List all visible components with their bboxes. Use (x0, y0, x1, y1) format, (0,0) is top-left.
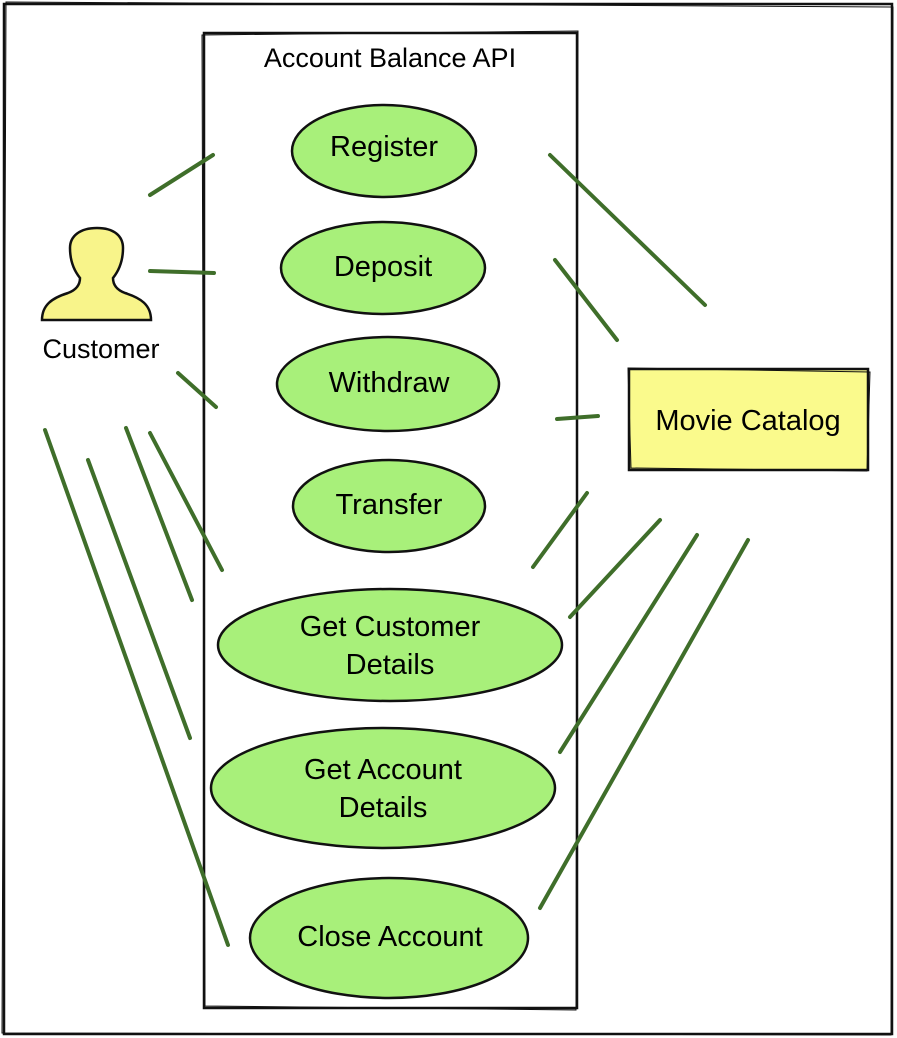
use-case-label: Deposit (334, 251, 432, 283)
use-case-ellipse (279, 220, 487, 316)
use-case-deposit: Deposit (279, 220, 487, 316)
actor-label: Customer (42, 334, 159, 364)
actor-connectors (43, 153, 230, 947)
system-boundary-sketch (201, 30, 579, 1011)
use-case-ellipse (291, 458, 487, 554)
connector-get-customer-details-catalog (568, 518, 662, 619)
connector-customer-deposit (148, 269, 216, 275)
use-case-label-line-2: Details (339, 792, 428, 824)
person-icon (40, 226, 153, 322)
use-case-ellipse (216, 587, 564, 703)
connector-withdraw-catalog (555, 414, 600, 421)
use-case-label-line-1: Get Account (304, 754, 462, 786)
use-case-close-account: Close Account (248, 876, 530, 1000)
use-case-label: Close Account (297, 921, 482, 953)
connector-customer-withdraw (176, 371, 218, 409)
external-system-box-sketch (627, 367, 871, 472)
connector-customer-register (148, 153, 215, 197)
use-case-label: Withdraw (329, 367, 451, 399)
use-case-ellipse (248, 876, 530, 1000)
catalog-connectors (531, 153, 750, 910)
use-cases: Register Deposit Withdraw Transfer Get C… (209, 103, 564, 1000)
use-case-label: Transfer (336, 489, 443, 521)
use-case-label: Register (330, 131, 438, 163)
external-system-movie-catalog: Movie Catalog (627, 367, 871, 472)
use-case-ellipse (209, 726, 557, 850)
connector-transfer-catalog (531, 491, 589, 569)
use-case-label-line-1: Get Customer (300, 611, 481, 643)
use-case-label-line-2: Details (346, 649, 435, 681)
actor-customer: Customer (40, 226, 160, 364)
external-system-label: Movie Catalog (655, 405, 840, 437)
connector-deposit-catalog (553, 258, 619, 342)
connector-customer-get-customer-details (124, 426, 194, 602)
system-title: Account Balance API (264, 43, 516, 73)
connector-get-account-details-catalog (558, 533, 699, 754)
use-case-ellipse (275, 335, 501, 433)
use-case-register: Register (290, 103, 478, 199)
use-case-transfer: Transfer (291, 458, 487, 554)
use-case-ellipse (290, 103, 478, 199)
use-case-get-account-details: Get Account Details (209, 726, 557, 850)
connector-customer-transfer (148, 431, 224, 572)
connector-customer-close-account (43, 428, 230, 947)
external-system-box (627, 367, 870, 472)
use-case-get-customer-details: Get Customer Details (216, 587, 564, 703)
connector-close-account-catalog (538, 538, 750, 910)
connector-register-catalog (548, 153, 707, 307)
use-case-withdraw: Withdraw (275, 335, 501, 433)
connector-customer-get-account-details (86, 458, 192, 740)
